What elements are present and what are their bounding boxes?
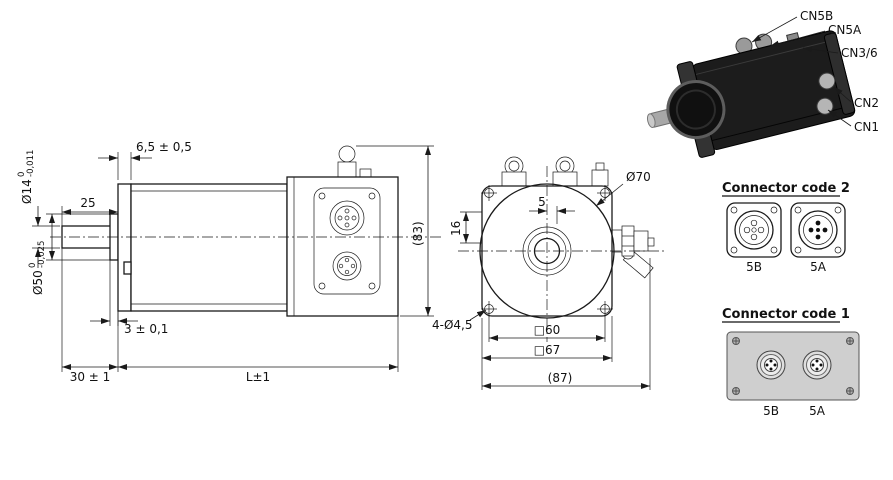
connector-code-1: Connector code 1 5B 5A (722, 307, 860, 418)
front-side-connector (611, 225, 655, 279)
dim-offset-side: 16 (449, 211, 482, 244)
callout-cn5b: CN5B (800, 9, 833, 23)
dim-offset-top-text: 5 (538, 195, 546, 209)
connector-code-1-title: Connector code 1 (722, 307, 850, 322)
connector-code-1-label-right: 5A (809, 404, 826, 418)
front-top-connector-block (591, 169, 609, 187)
connector-panel-code1 (726, 331, 860, 401)
connector-code-2: Connector code 2 5B (722, 181, 850, 274)
dim-height-text: (83) (411, 221, 425, 246)
dim-pilot-depth: 3 ± 0,1 (90, 260, 168, 336)
label-outer-dia: Ø70 (595, 170, 651, 207)
dim-shaft-tol-lower: -0,011 (26, 150, 36, 177)
label-mounting-holes-text: 4-Ø4,5 (432, 318, 473, 332)
dim-offset-side-text: 16 (449, 221, 463, 236)
label-mounting-holes: 4-Ø4,5 (432, 309, 487, 332)
dim-square-outer: □67 (481, 316, 613, 362)
dim-offset-top: 5 (529, 195, 575, 224)
dim-shaft-dia-text: Ø14 (20, 179, 34, 204)
dim-square-inner: □60 (488, 315, 606, 342)
connector-5a-code2 (790, 202, 846, 258)
connector-plate (313, 187, 381, 295)
top-connector-body (337, 161, 357, 178)
dim-overall-width-text: (87) (548, 371, 573, 385)
dim-pilot-depth-text: 3 ± 0,1 (124, 322, 168, 336)
callout-cn2: CN2 (854, 96, 879, 110)
connector-5b-code1 (756, 350, 786, 380)
dim-overall-width: (87) (481, 258, 651, 390)
dim-total-length-text: L±1 (246, 370, 270, 384)
dim-pilot-dia-text: Ø50 (31, 270, 45, 295)
dim-flange-thickness: 6,5 ± 0,5 (98, 140, 192, 180)
motor-body-outline (130, 183, 288, 312)
dim-height: (83) (356, 145, 434, 317)
flange-outline (117, 183, 132, 312)
dim-square-inner-text: □60 (534, 323, 561, 337)
dim-shaft-tol-upper: 0 (17, 172, 27, 177)
dim-shaft-to-flange: 30 ± 1 (61, 248, 119, 384)
callout-cn36: CN3/6 (841, 46, 878, 60)
callout-cn1: CN1 (854, 120, 879, 134)
dim-total-length: L±1 (118, 316, 399, 384)
dim-shaft-dia: Ø14 0 -0,011 (17, 150, 60, 268)
connector-5b-code2 (726, 202, 782, 258)
rear-connector-small (332, 251, 362, 281)
rear-housing-outline (286, 176, 399, 317)
dim-shaft-to-flange-text: 30 ± 1 (70, 370, 111, 384)
flange-notch (123, 261, 132, 275)
front-view: 5 16 Ø70 4-Ø4,5 □60 (432, 156, 664, 390)
mounting-holes (481, 185, 613, 317)
connector-code-2-label-right: 5A (810, 260, 827, 274)
photo-callouts: CN5B CN5A CN3/6 CN2 CN1 (751, 9, 879, 134)
dim-pilot-tol-upper: 0 (28, 263, 38, 268)
dim-pilot-tol-lower: -0,025 (37, 241, 47, 268)
dim-flange-thickness-text: 6,5 ± 0,5 (136, 140, 192, 154)
dim-pilot-dia: Ø50 0 -0,025 (28, 213, 110, 295)
label-outer-dia-text: Ø70 (626, 170, 651, 184)
callout-cn5a: CN5A (828, 23, 862, 37)
photo-connector-cn2 (818, 72, 836, 90)
motor-photo: CN5B CN5A CN3/6 CN2 CN1 (646, 9, 879, 158)
connector-code-2-title: Connector code 2 (722, 181, 850, 196)
dim-shaft-length-text: 25 (80, 196, 95, 210)
connector-5a-code1 (802, 350, 832, 380)
connector-code-2-label-left: 5B (746, 260, 762, 274)
connector-code-1-label-left: 5B (763, 404, 779, 418)
dim-square-outer-text: □67 (534, 343, 561, 357)
top-connector-small (359, 168, 372, 178)
panel-screws-code1 (732, 337, 854, 395)
dim-shaft-length: 25 (61, 196, 118, 226)
top-connector-cap (338, 145, 356, 163)
side-view: 6,5 ± 0,5 25 Ø14 0 -0,011 Ø50 (17, 140, 442, 384)
